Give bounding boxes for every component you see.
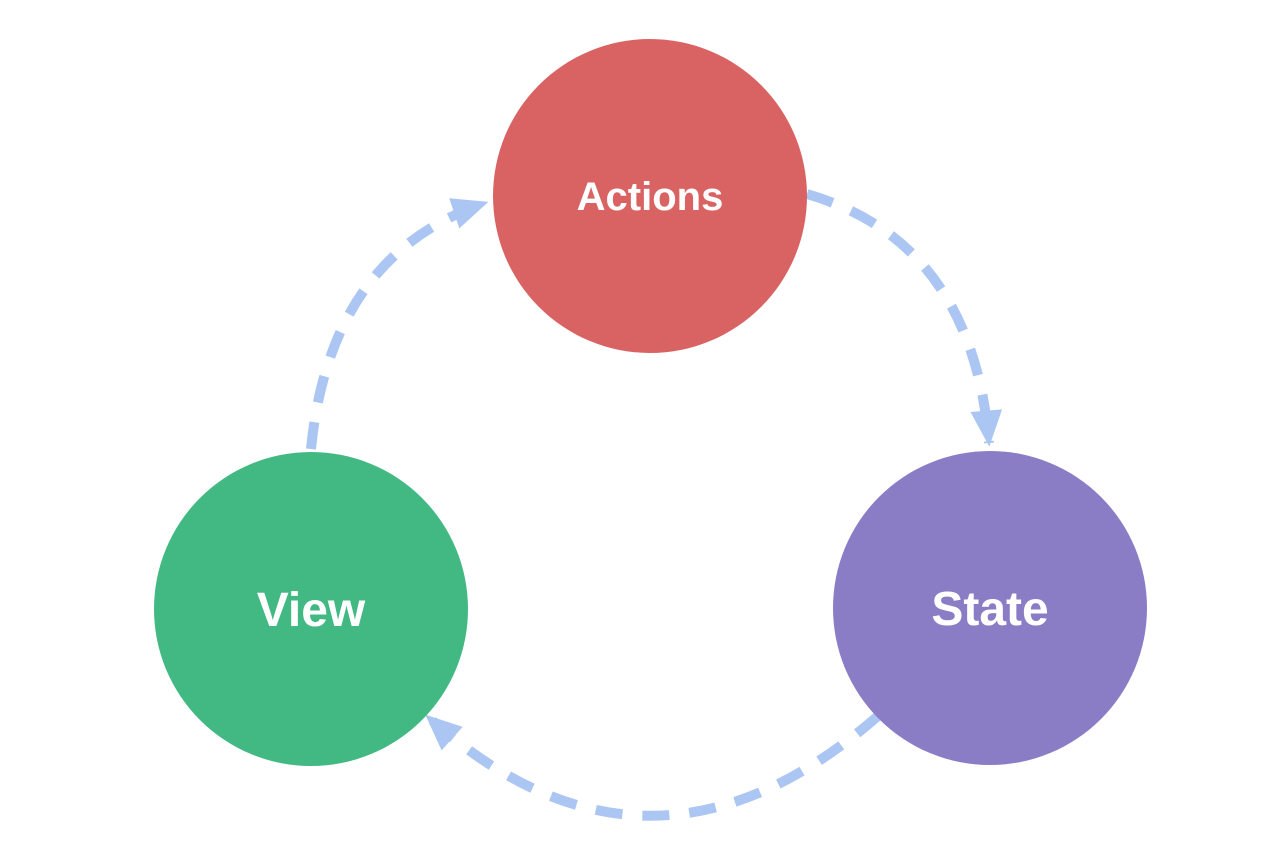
edge-actions-to-state-arrow xyxy=(805,189,1003,447)
edge-view-to-actions-arrow xyxy=(306,198,489,450)
node-actions: Actions xyxy=(493,39,807,353)
view-label: View xyxy=(257,584,366,637)
state-label: State xyxy=(931,583,1048,636)
view-circle xyxy=(154,452,468,766)
node-view: View xyxy=(154,452,468,766)
node-state: State xyxy=(833,451,1147,765)
edge-state-to-view-arrow xyxy=(424,712,882,821)
actions-circle xyxy=(493,39,807,353)
actions-label: Actions xyxy=(577,175,724,219)
state-circle xyxy=(833,451,1147,765)
